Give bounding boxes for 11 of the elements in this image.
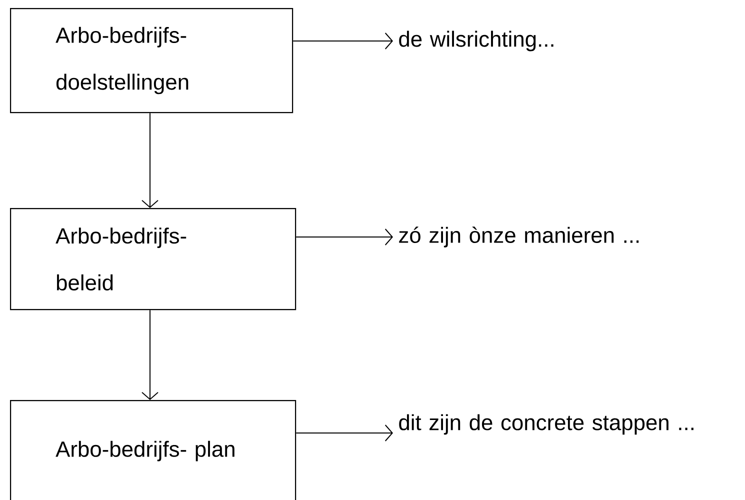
process-box: Arbo-bedrijfs- plan <box>10 400 296 500</box>
arrow <box>142 310 158 400</box>
arrow <box>142 112 158 208</box>
description-text: zó zijn ònze manieren ... <box>399 226 639 248</box>
arrow <box>292 32 393 50</box>
description-text: de wilsrichting... <box>399 30 554 52</box>
process-box: Arbo-bedrijfs- beleid <box>10 208 296 310</box>
arrow <box>296 424 393 442</box>
process-box: Arbo-bedrijfs- doelstellingen <box>10 8 294 114</box>
arrow <box>296 228 393 246</box>
description-text: dit zijn de concrete stappen ... <box>399 414 694 435</box>
